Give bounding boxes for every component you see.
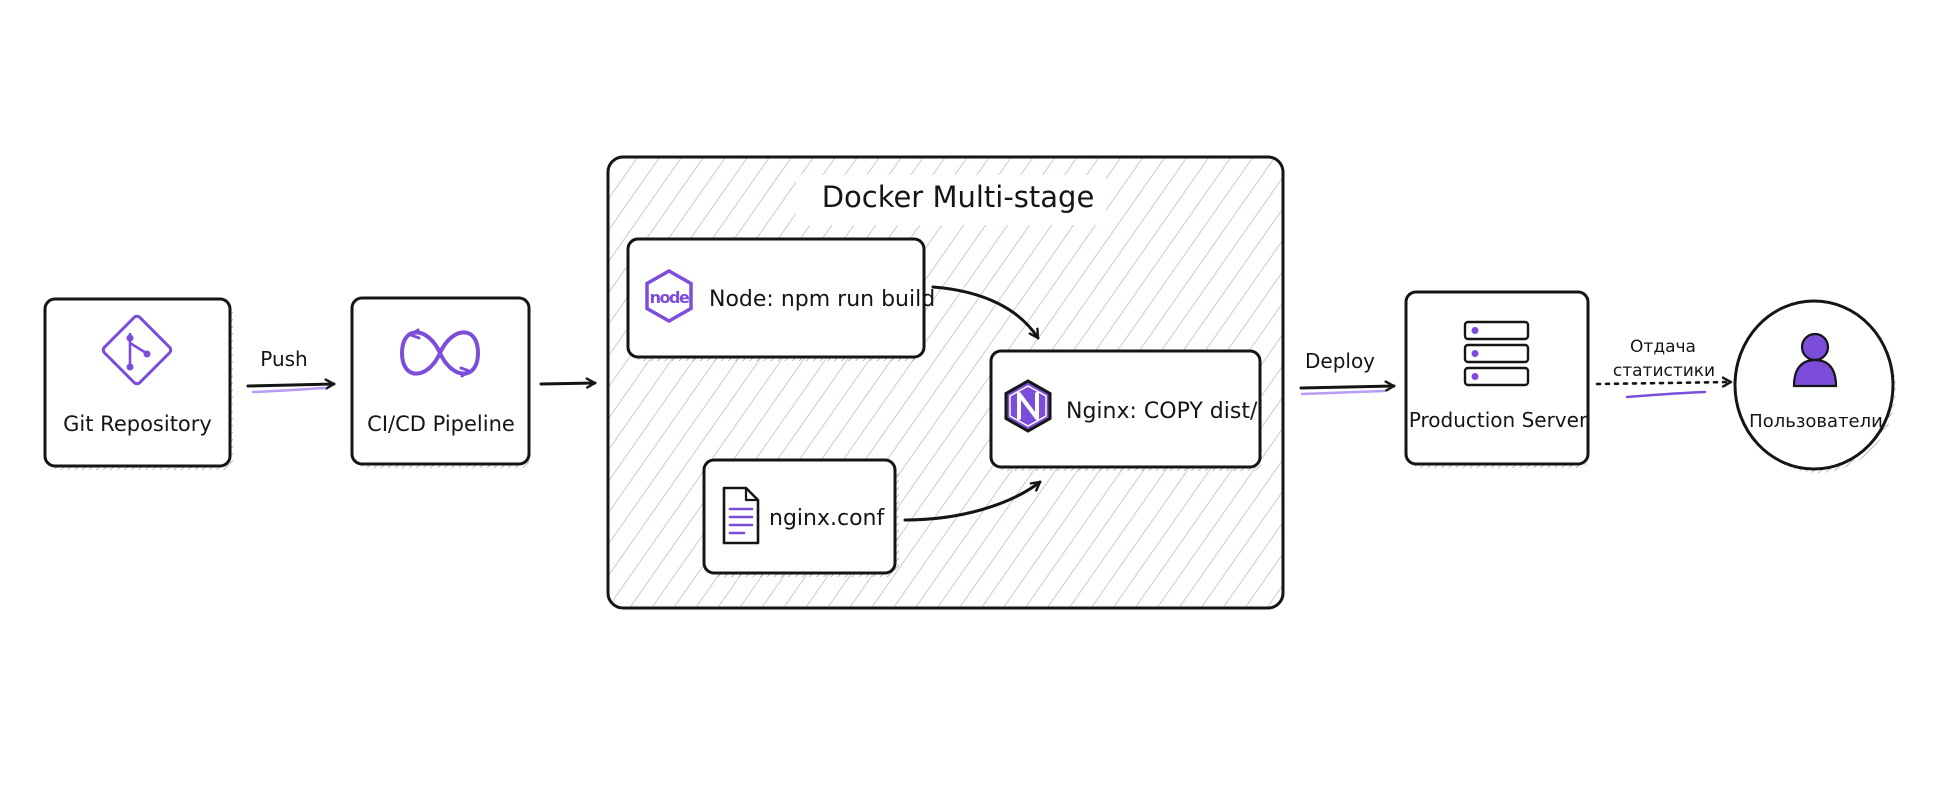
- nginx-stage-label: Nginx: COPY dist/: [1066, 399, 1258, 424]
- git-branch-icon: [101, 314, 173, 386]
- edge-serve-label-line1: Отдача: [1630, 337, 1696, 357]
- edge-deploy: Deploy: [1299, 349, 1396, 396]
- ci-cd-pipeline-node[interactable]: CI/CD Pipeline: [350, 296, 531, 468]
- git-repository-label: Git Repository: [63, 412, 212, 436]
- edge-node-to-nginx: [931, 285, 1040, 340]
- server-stack-icon: [1463, 320, 1530, 387]
- ci-cd-pipeline-label: CI/CD Pipeline: [367, 412, 515, 436]
- document-icon: [722, 486, 760, 545]
- edge-conf-to-nginx: [903, 480, 1042, 522]
- git-repository-node[interactable]: Git Repository: [43, 297, 233, 470]
- edge-serve-label-line2: статистики: [1613, 361, 1715, 381]
- svg-text:node: node: [650, 288, 690, 307]
- nginx-conf-label: nginx.conf: [769, 506, 885, 531]
- nginx-icon: [1004, 379, 1052, 433]
- nodejs-icon: node: [645, 268, 693, 324]
- users-node[interactable]: Пользователи: [1733, 299, 1896, 473]
- edge-ci-to-docker: [539, 383, 597, 384]
- docker-multistage-title: Docker Multi-stage: [822, 180, 1095, 214]
- production-server-node[interactable]: Production Server: [1404, 290, 1590, 468]
- users-label: Пользователи: [1749, 411, 1883, 432]
- edge-serve-static: Отдача статистики: [1595, 337, 1733, 399]
- edge-push-label: Push: [260, 347, 307, 371]
- infinity-loop-icon: [399, 328, 481, 378]
- edge-push: Push: [246, 347, 336, 394]
- nginx-conf-file[interactable]: nginx.conf: [702, 458, 899, 577]
- nginx-stage[interactable]: Nginx: COPY dist/: [989, 349, 1262, 471]
- node-build-stage[interactable]: node Node: npm run build: [626, 237, 935, 361]
- node-build-label: Node: npm run build: [709, 287, 935, 312]
- user-icon: [1792, 332, 1838, 388]
- production-server-label: Production Server: [1409, 408, 1588, 432]
- edge-deploy-label: Deploy: [1305, 349, 1375, 373]
